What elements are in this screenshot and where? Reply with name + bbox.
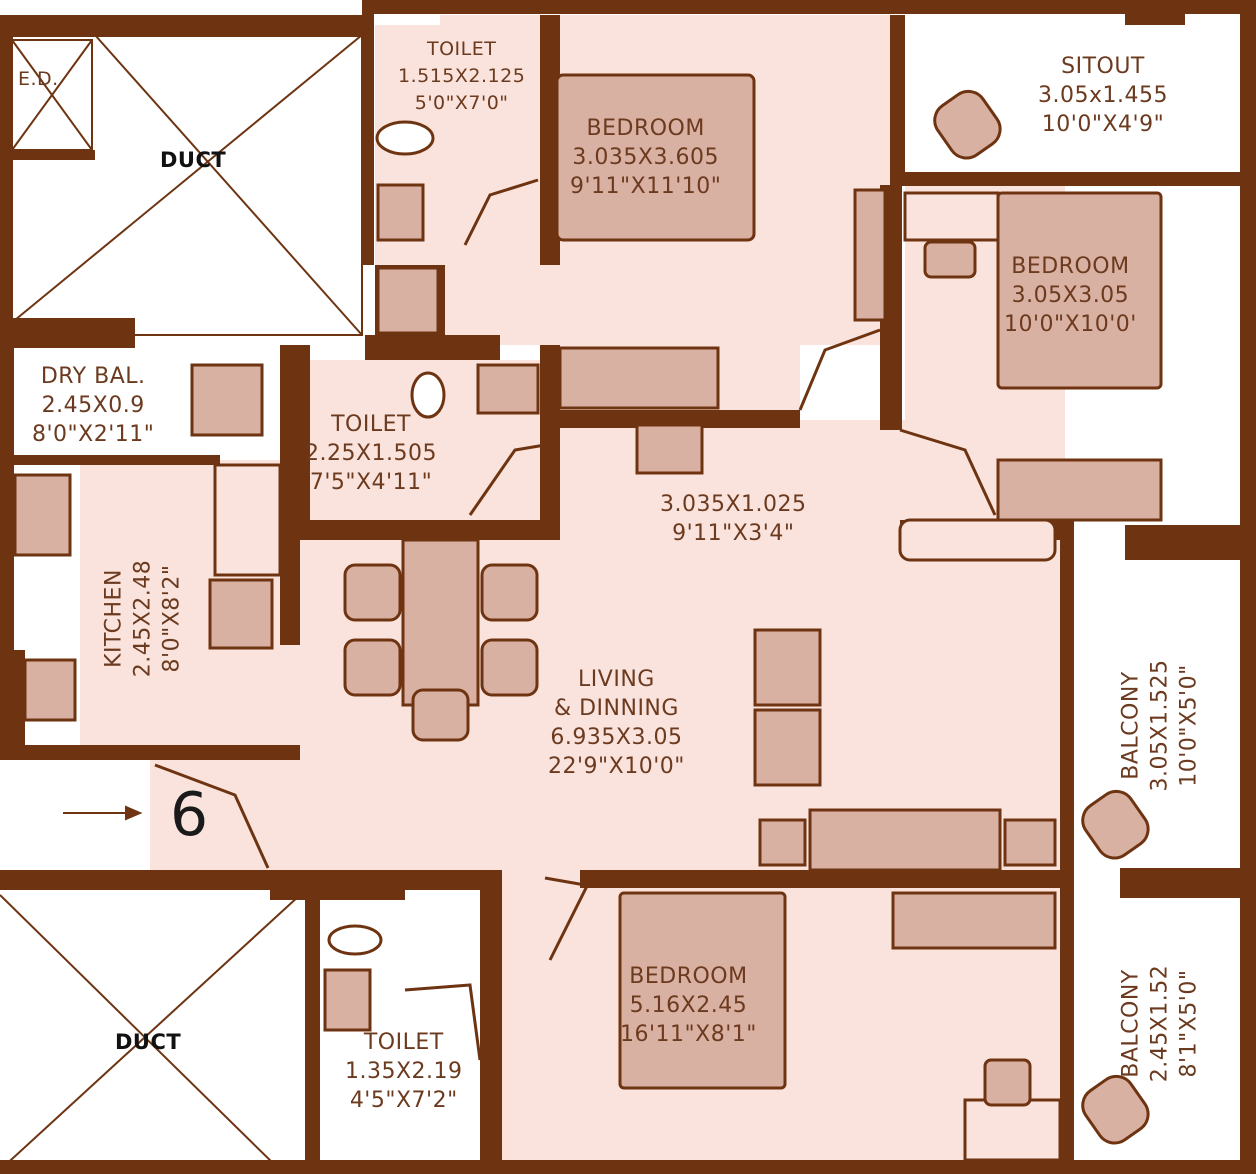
duct-bottom (0, 894, 301, 1171)
toilet2-label: TOILET 2.25X1.505 7'5"X4'11" (305, 412, 438, 495)
armchair-icon (1081, 1074, 1150, 1145)
sanitary (323, 120, 704, 1032)
armchair-icon (1081, 789, 1150, 860)
bedroom3-label: BEDROOM 5.16X2.45 16'11"X8'1" (620, 964, 757, 1047)
kitchen-label: KITCHEN 2.45X2.48 8'0"X8'2" (101, 559, 185, 678)
unit-number: 6 (170, 780, 209, 850)
drybal-label: DRY BAL. 2.45X0.9 8'0"X2'11" (32, 364, 155, 447)
armchair-icon (933, 89, 1002, 160)
duct-top (11, 34, 363, 336)
wc-icon (375, 120, 435, 156)
ed-label: E.D. (18, 68, 59, 90)
duct-bottom-label: DUCT (115, 1030, 182, 1054)
toilet3-label: TOILET 1.35X2.19 4'5"X7'2" (345, 1030, 463, 1113)
balcony1-label: BALCONY 3.05X1.525 10'0"X5'0" (1118, 659, 1202, 792)
balcony2-label: BALCONY 2.45X1.52 8'1"X5'0" (1118, 964, 1202, 1083)
living-label: LIVING & DINNING 6.935X3.05 22'9"X10'0" (548, 667, 685, 779)
bedroom2-label: BEDROOM 3.05X3.05 10'0"X10'0' (1004, 254, 1137, 337)
washbasin-icon (376, 183, 425, 242)
washbasin-icon (476, 363, 540, 415)
furniture (13, 73, 1163, 1162)
sitout-label: SITOUT 3.05x1.455 10'0"X4'9" (1038, 54, 1168, 137)
wc-icon (327, 924, 383, 956)
armchairs (933, 89, 1150, 1145)
door-swings (154, 178, 997, 1061)
washbasin-icon (323, 968, 372, 1032)
washbasin-icon (635, 423, 704, 475)
entry-arrow-icon (63, 805, 143, 821)
bedroom1-label: BEDROOM 3.035X3.605 9'11"X11'10" (570, 116, 722, 199)
passage-label: 3.035X1.025 9'11"X3'4" (660, 492, 807, 546)
toilet1-label: TOILET 1.515X2.125 5'0"X7'0" (398, 38, 526, 114)
duct-top-label: DUCT (160, 148, 227, 172)
wc-icon (410, 371, 446, 419)
